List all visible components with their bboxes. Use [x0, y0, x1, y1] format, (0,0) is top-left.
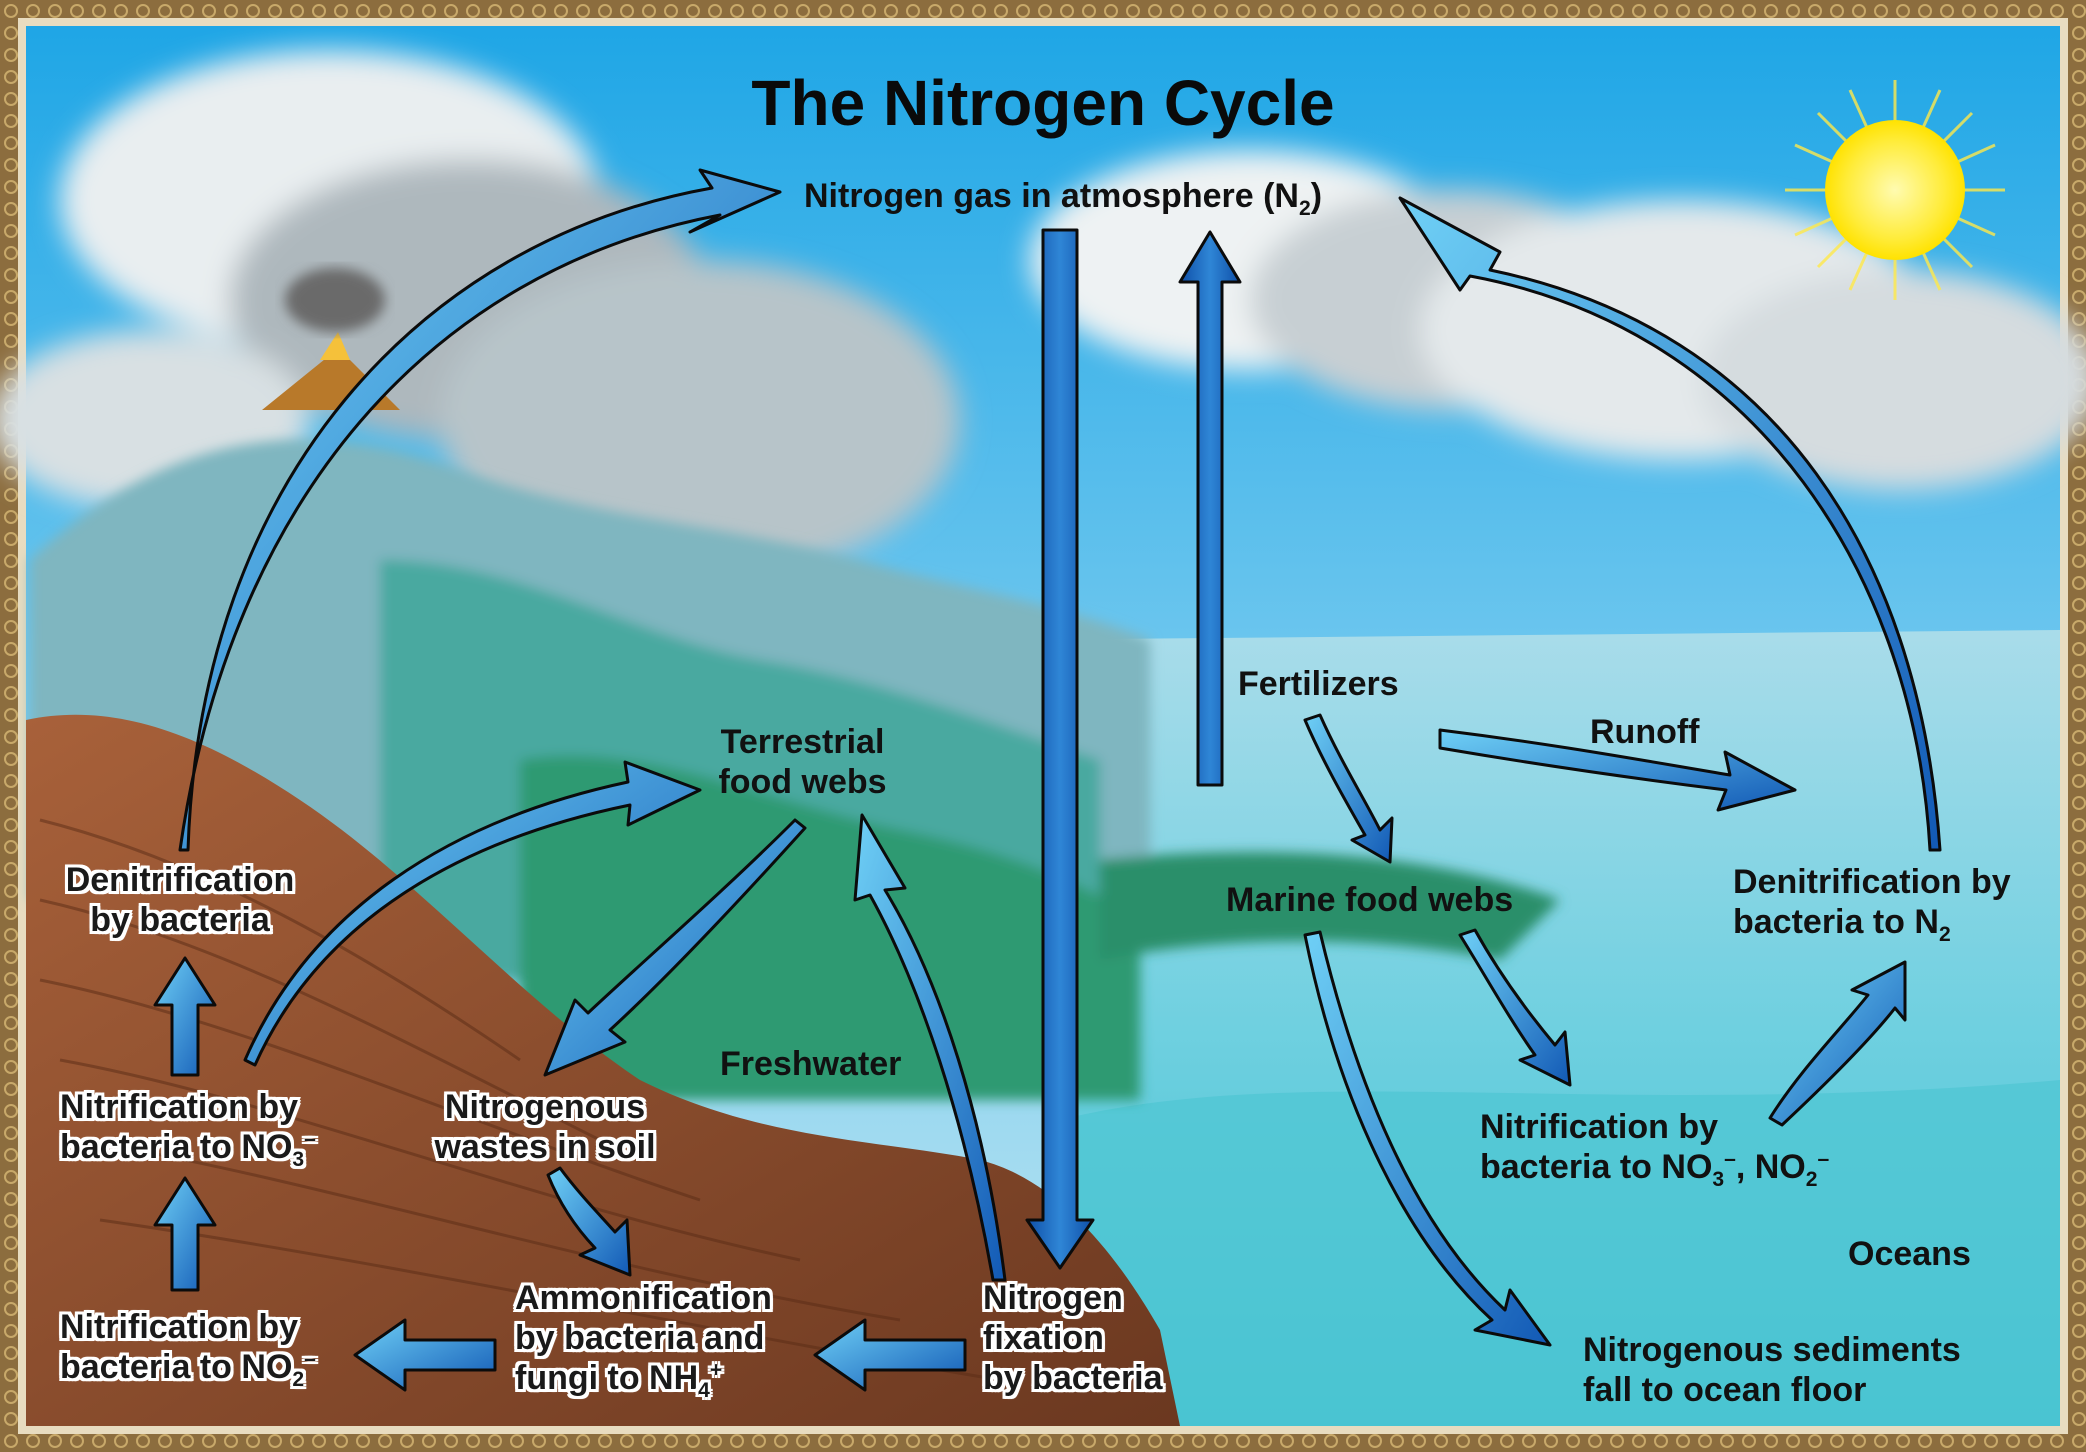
arrow-fixation-to-ammonification: [813, 1318, 967, 1392]
arrow-nitrification-to-terrestrial: [243, 760, 702, 1067]
label-nitrification-no2: Nitrification by bacteria to NO2–: [60, 1308, 316, 1391]
arrow-marine-to-sediments: [1303, 930, 1552, 1347]
arrow-wastes-to-ammonification: [546, 1166, 632, 1277]
arrow-fertilizers-to-marine: [1303, 713, 1394, 864]
arrow-terrestrial-to-wastes: [543, 818, 807, 1077]
label-oceans: Oceans: [1848, 1235, 1971, 1273]
arrow-fixation-to-terrestrial: [853, 813, 1007, 1282]
sun-icon: [1785, 80, 2005, 300]
arrow-atmosphere-to-fixation: [1025, 228, 1095, 1270]
arrow-ammonification-to-nitrification: [353, 1318, 497, 1392]
label-runoff: Runoff: [1590, 713, 1700, 751]
arrow-marine-to-nitrification: [1458, 928, 1572, 1087]
page-title: The Nitrogen Cycle: [751, 67, 1335, 139]
label-denitrification-land: Denitrification by bacteria: [65, 861, 295, 940]
arrow-ocean-nitrification-to-denitrification: [1768, 960, 1907, 1127]
arrow-no2-to-no3: [153, 1176, 217, 1292]
label-freshwater: Freshwater: [720, 1045, 902, 1083]
label-nitrification-ocean: Nitrification by bacteria to NO3–, NO2–: [1480, 1108, 1830, 1191]
label-sediments: Nitrogenous sediments fall to ocean floo…: [1583, 1331, 1961, 1410]
label-nitrogenous-wastes: Nitrogenous wastes in soil: [434, 1088, 656, 1167]
arrow-fertilizers-to-atmosphere: [1178, 230, 1242, 787]
label-denitrification-ocean: Denitrification by bacteria to N2: [1733, 863, 2011, 946]
arrow-no3-to-denitrification: [153, 956, 217, 1077]
arrow-runoff: [1438, 728, 1797, 812]
arrow-denitrification-to-atmosphere: [178, 168, 782, 852]
label-terrestrial-food-webs: Terrestrial food webs: [718, 723, 887, 802]
label-atmosphere: Nitrogen gas in atmosphere (N2): [804, 177, 1323, 220]
label-fertilizers: Fertilizers: [1238, 665, 1399, 703]
label-ammonification: Ammonification by bacteria and fungi to …: [515, 1279, 772, 1403]
arrow-ocean-denitrification-to-atmosphere: [1398, 196, 1942, 852]
label-marine-food-webs: Marine food webs: [1226, 881, 1514, 919]
label-nitrification-no3: Nitrification by bacteria to NO3–: [60, 1088, 316, 1171]
label-nitrogen-fixation: Nitrogen fixation by bacteria: [983, 1279, 1163, 1398]
